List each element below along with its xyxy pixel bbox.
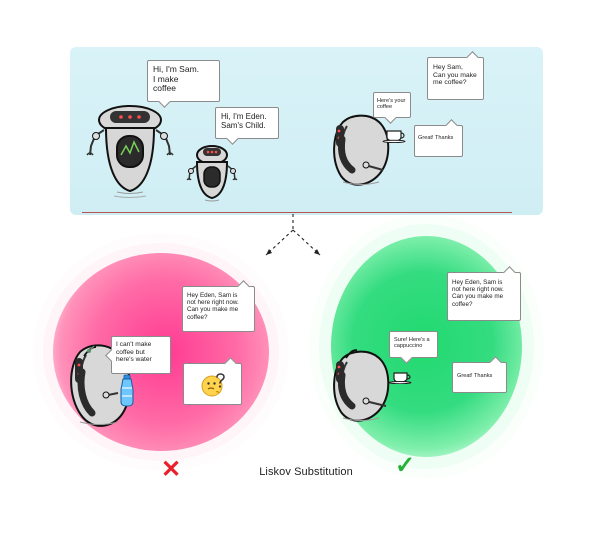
sam-intro-bubble: Hi, I'm Sam. I make coffee xyxy=(147,60,220,102)
coffee-serving-robot-top xyxy=(333,114,390,186)
ask-eden-left-bubble: Hey Eden, Sam is not here right now. Can… xyxy=(182,286,255,332)
cant-make-coffee-bubble: I can't make coffee but here's water xyxy=(111,336,171,374)
great-thanks-right-text: Great! Thanks xyxy=(457,373,493,379)
sam-robot xyxy=(86,105,174,198)
coffee-cup-icon xyxy=(382,130,406,143)
eden-intro-text: Hi, I'm Eden. Sam's Child. xyxy=(221,112,267,131)
great-thanks-top-bubble: Great! Thanks xyxy=(414,125,463,157)
ask-sam-text: Hey Sam, Can you make me coffee? xyxy=(433,64,477,87)
cross-icon: ✕ xyxy=(161,456,182,483)
thinking-face-icon xyxy=(201,373,225,397)
ask-eden-left-text: Hey Eden, Sam is not here right now. Can… xyxy=(187,292,239,321)
great-thanks-top-text: Great! Thanks xyxy=(418,135,454,141)
water-bottle-icon xyxy=(120,374,134,407)
eden-robot xyxy=(186,145,238,202)
coffee-serving-robot-right xyxy=(333,349,390,422)
scene-divider xyxy=(82,212,512,213)
ask-eden-right-bubble: Hey Eden, Sam is not here right now. Can… xyxy=(447,272,521,321)
cappuccino-cup-icon xyxy=(388,372,412,384)
sam-intro-text: Hi, I'm Sam. I make coffee xyxy=(153,64,200,94)
ask-sam-bubble: Hey Sam, Can you make me coffee? xyxy=(427,57,484,100)
check-icon: ✓ xyxy=(395,452,416,479)
cant-make-coffee-text: I can't make coffee but here's water xyxy=(116,341,152,364)
thinking-reaction-bubble xyxy=(183,363,242,405)
here-coffee-bubble: Here's your coffee xyxy=(373,92,411,118)
here-coffee-text: Here's your coffee xyxy=(377,98,406,111)
ask-eden-right-text: Hey Eden, Sam is not here right now. Can… xyxy=(452,279,504,308)
great-thanks-right-bubble: Great! Thanks xyxy=(452,362,507,393)
eden-intro-bubble: Hi, I'm Eden. Sam's Child. xyxy=(215,107,279,139)
sure-cappuccino-bubble: Sure! Here's a cappuccino xyxy=(389,331,438,358)
diagram-caption: Liskov Substitution xyxy=(259,466,353,478)
sure-cappuccino-text: Sure! Here's a cappuccino xyxy=(394,337,430,350)
branch-arrows xyxy=(265,214,321,256)
